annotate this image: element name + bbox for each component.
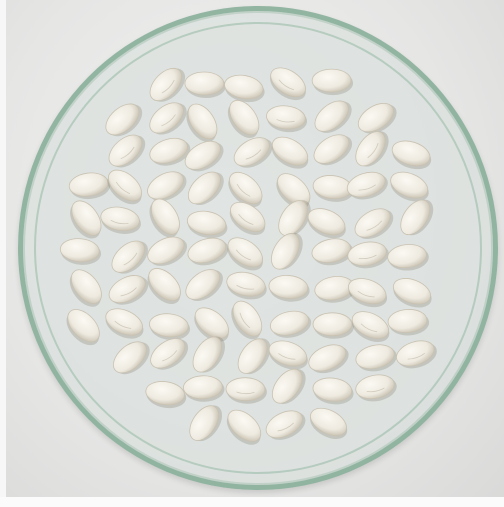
bean [271,136,309,169]
bean [354,208,394,240]
bean [224,74,265,103]
bean [108,275,149,305]
bean [392,278,432,308]
bean [185,269,223,302]
bean [194,307,230,342]
bean [105,103,143,137]
bean [355,374,397,402]
bean [184,140,224,172]
bean [310,407,348,439]
bean [314,100,352,133]
bean [66,309,100,346]
bean [355,344,397,372]
bean [346,171,388,200]
bean [271,232,303,270]
bean [390,171,429,202]
bean [189,405,223,442]
bean [228,171,263,208]
bean [108,134,146,168]
bean [396,340,437,369]
bean [227,99,260,139]
bean [233,137,273,168]
bean [265,410,306,440]
bean [268,340,308,370]
bean [347,241,389,269]
bean [311,68,354,96]
bean [387,244,429,271]
bean [400,199,434,236]
bean [192,336,225,373]
bean [149,198,180,238]
bean [307,208,346,239]
bean [59,238,102,265]
bean [391,140,432,170]
bean [357,102,397,134]
bean [149,137,191,166]
bean [312,377,354,405]
bean [187,237,229,266]
bean [147,171,187,202]
bean [149,102,187,135]
bean [68,172,111,200]
bean [271,368,306,405]
bean [70,200,102,239]
bean [311,238,353,266]
bean [69,269,102,307]
bean [314,276,356,303]
bean [113,341,150,375]
bean [231,300,263,340]
bean [308,344,349,374]
bean [278,200,311,237]
bean [227,237,263,271]
bean [351,311,390,342]
bean [105,308,144,339]
bean [387,309,430,336]
bean [312,175,354,202]
bean [186,103,218,143]
photo-border-bottom [0,497,504,507]
bean [348,278,388,308]
bean [312,312,354,339]
bean [100,206,141,234]
bean [313,134,353,166]
bean [237,338,271,375]
bean [184,71,226,99]
bean [226,409,262,445]
bean [183,375,225,402]
bean [150,338,189,370]
bean [149,67,186,102]
bean [147,268,181,305]
bean [111,240,148,274]
bean [226,271,267,300]
bean [270,67,306,101]
bean [268,275,310,302]
bean [145,381,187,409]
bean [147,236,188,266]
photo-border-left [0,0,6,507]
bean [225,377,267,404]
bean [186,210,228,239]
bean [266,105,308,133]
bean [187,171,224,206]
bean [229,201,266,236]
bean [269,310,312,338]
bean [355,131,389,167]
bean [149,313,191,341]
bean [107,169,142,205]
